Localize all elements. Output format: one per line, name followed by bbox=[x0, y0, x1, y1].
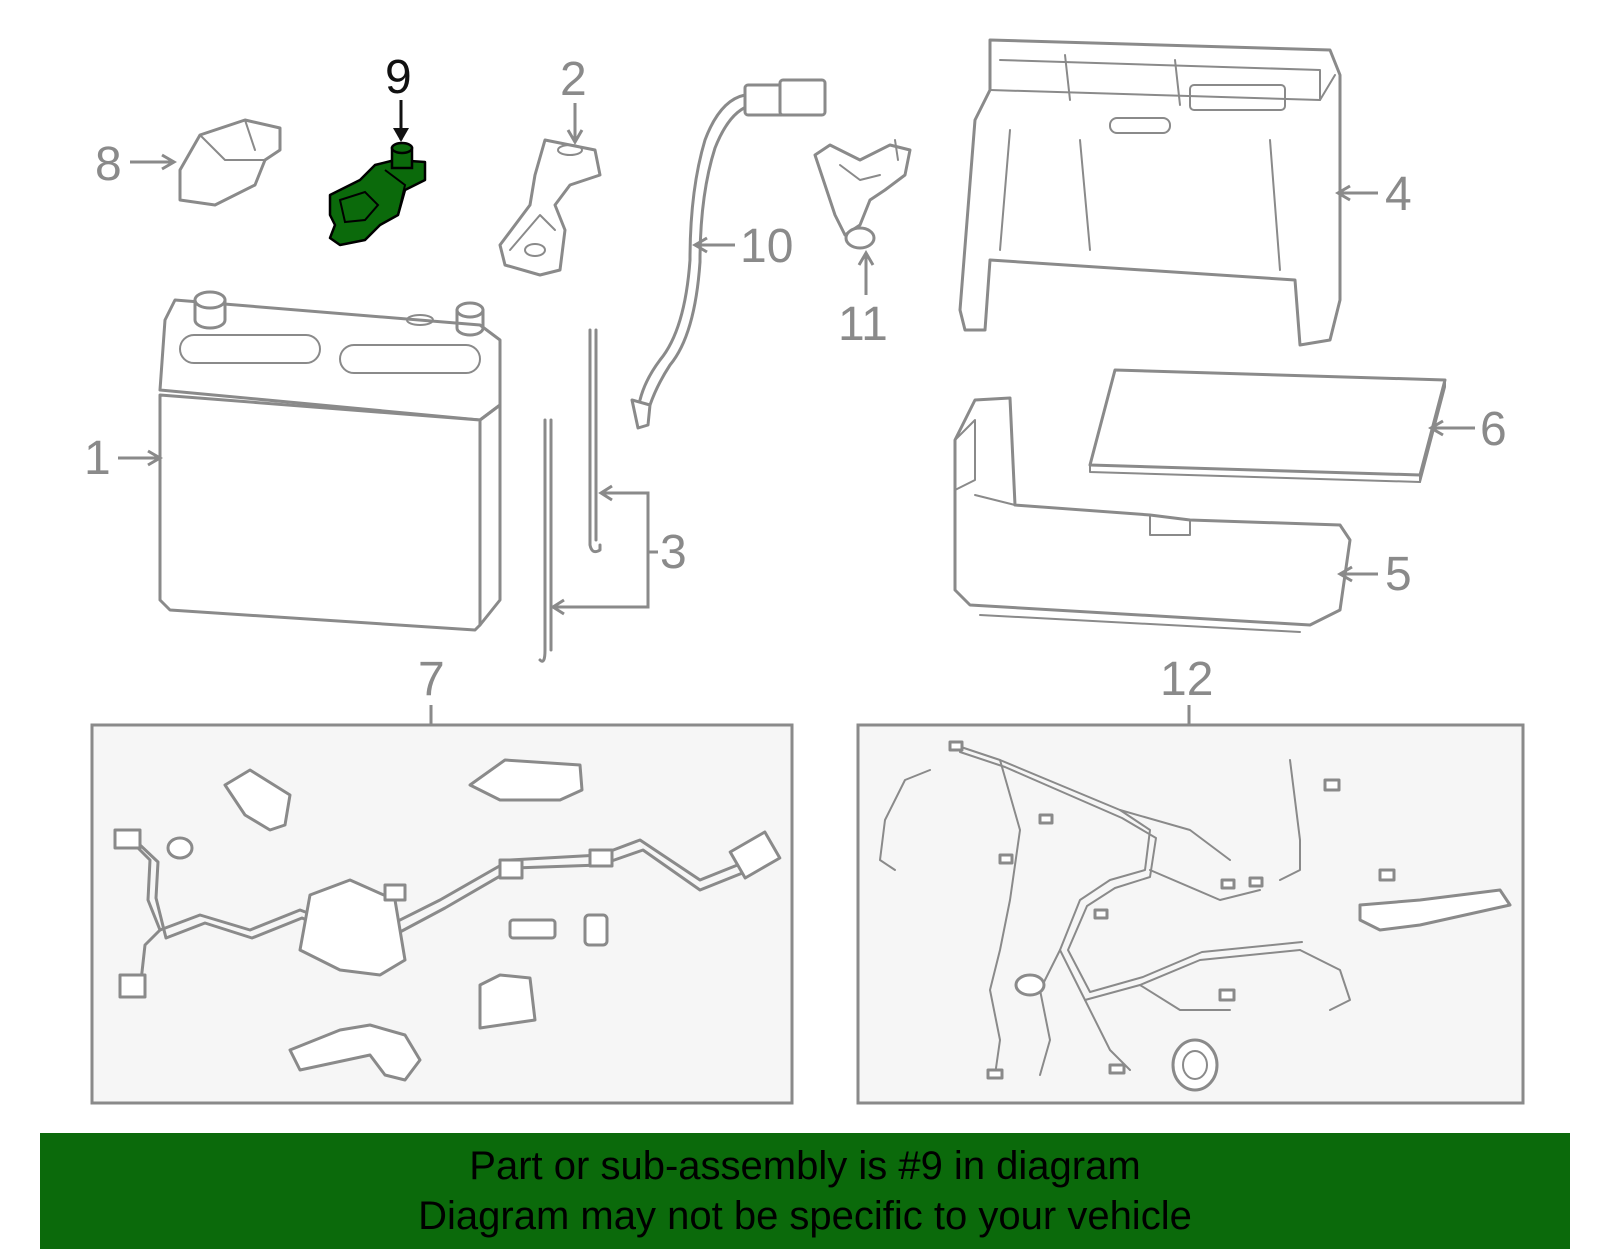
part-7-cable-kit bbox=[90, 723, 794, 1105]
svg-text:5: 5 bbox=[1385, 548, 1412, 601]
svg-text:8: 8 bbox=[95, 138, 122, 191]
svg-text:9: 9 bbox=[385, 51, 412, 104]
callout-6: 6 bbox=[1428, 403, 1507, 456]
callout-9: 9 bbox=[385, 51, 412, 142]
banner-line-part: Part or sub-assembly is #9 in diagram bbox=[469, 1144, 1141, 1188]
svg-text:7: 7 bbox=[418, 653, 445, 706]
callout-11: 11 bbox=[838, 250, 888, 351]
svg-text:12: 12 bbox=[1160, 653, 1213, 706]
callout-12: 12 bbox=[1160, 653, 1213, 725]
callout-4: 4 bbox=[1335, 168, 1412, 221]
svg-text:3: 3 bbox=[660, 526, 687, 579]
info-banner: Part or sub-assembly is #9 in diagram Di… bbox=[40, 1133, 1570, 1249]
callout-7: 7 bbox=[418, 653, 445, 725]
part-10-cable bbox=[630, 78, 827, 430]
part-5-battery-tray bbox=[953, 396, 1352, 633]
part-4-battery-cover bbox=[958, 38, 1342, 347]
part-9-highlighted bbox=[328, 141, 427, 247]
callout-1: 1 bbox=[84, 432, 163, 485]
part-1-battery bbox=[158, 290, 502, 632]
callout-5: 5 bbox=[1337, 548, 1412, 601]
svg-text:1: 1 bbox=[84, 432, 111, 485]
svg-text:10: 10 bbox=[740, 220, 793, 273]
callout-3: 3 bbox=[550, 484, 687, 616]
part-6-pad bbox=[1088, 368, 1447, 483]
part-3-hold-down-rods bbox=[538, 328, 602, 663]
part-12-wire-harness bbox=[856, 723, 1525, 1105]
callout-8: 8 bbox=[95, 138, 177, 191]
svg-text:4: 4 bbox=[1385, 168, 1412, 221]
part-8-terminal-cover bbox=[178, 118, 282, 207]
svg-text:11: 11 bbox=[838, 298, 888, 351]
part-11-sensor bbox=[813, 139, 912, 250]
callout-10: 10 bbox=[692, 220, 793, 273]
callout-2: 2 bbox=[560, 53, 587, 145]
svg-text:2: 2 bbox=[560, 53, 587, 106]
part-2-bracket bbox=[498, 138, 602, 277]
banner-line-disclaimer: Diagram may not be specific to your vehi… bbox=[418, 1194, 1192, 1238]
svg-text:6: 6 bbox=[1480, 403, 1507, 456]
